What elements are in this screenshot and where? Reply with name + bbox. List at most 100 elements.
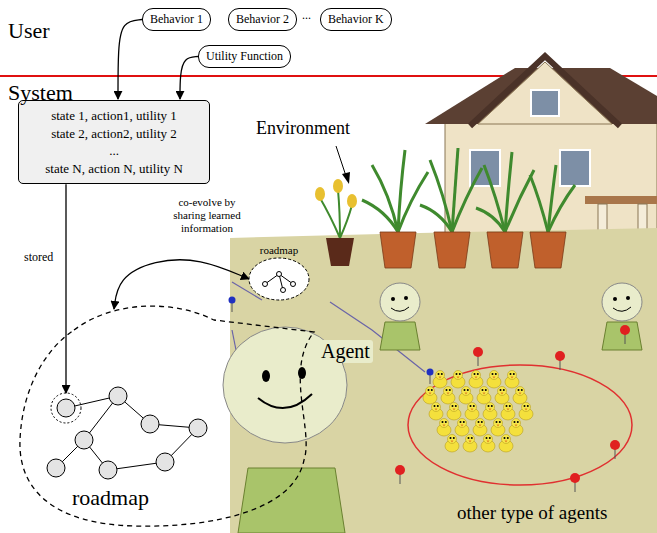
other-agent <box>626 296 630 300</box>
leaf <box>430 160 452 232</box>
duck-flock <box>483 403 497 421</box>
marker-pin <box>610 440 620 450</box>
roadmap-small: roadmap <box>245 244 313 302</box>
node-text: state 2, action2, utility 2 <box>23 125 205 143</box>
node-text: Behavior 2 <box>236 12 289 27</box>
duck-flock <box>451 371 465 389</box>
house <box>585 196 657 204</box>
node-text: Utility Function <box>206 49 283 64</box>
agent-figure <box>238 468 345 533</box>
tulip-pot <box>347 194 357 208</box>
agent-figure <box>262 370 270 382</box>
leaf <box>476 208 505 232</box>
duck-flock <box>437 419 451 437</box>
other-agent <box>391 307 409 311</box>
agent-figure <box>298 367 306 379</box>
scene-label: Environment <box>256 118 350 139</box>
layer-label: System <box>8 80 73 106</box>
leaf <box>548 185 575 232</box>
connector <box>114 260 249 309</box>
other-agent <box>380 283 642 350</box>
plant-pot <box>434 232 470 268</box>
roadmap-bubble: roadmap <box>14 290 330 530</box>
leaf <box>372 165 398 232</box>
tulip-pot <box>340 205 352 238</box>
marker-pin <box>570 473 580 483</box>
duck-flock <box>423 371 533 453</box>
duck-flock <box>501 403 515 421</box>
duck-flock <box>491 419 505 437</box>
marker-pin <box>395 465 405 475</box>
mini-graph <box>277 272 282 277</box>
connector <box>65 184 66 393</box>
utility-box: Utility Function <box>198 45 291 68</box>
tulip-pot <box>320 198 340 238</box>
leaf <box>362 148 575 232</box>
tulip-pot <box>315 179 357 266</box>
duck-flock <box>519 403 533 421</box>
duck-flock <box>423 387 437 405</box>
plants <box>315 148 575 268</box>
duck-flock <box>429 403 443 421</box>
behavior-box: Behavior K <box>320 8 392 31</box>
agent-path <box>408 365 632 485</box>
bubble-outline <box>14 290 330 530</box>
roadmap-graph <box>51 393 81 423</box>
agents-label: other type of agents <box>454 502 610 524</box>
roadmap-graph <box>141 415 159 433</box>
other-agent <box>404 296 408 300</box>
marker-pin <box>427 369 434 376</box>
mini-graph <box>291 282 296 287</box>
roadmap-graph <box>109 387 127 405</box>
roadmap-graph <box>189 419 207 437</box>
plant-pot <box>380 232 416 268</box>
node-text: Behavior K <box>328 12 384 27</box>
ellipsis: ... <box>302 8 311 23</box>
leader-line <box>342 172 350 184</box>
house <box>445 118 657 248</box>
marker-pin <box>229 297 236 304</box>
tulip-pot <box>333 179 343 193</box>
edge-label: co-evolve by sharing learned information <box>166 196 248 236</box>
duck-flock <box>433 371 447 389</box>
leaf <box>362 200 398 232</box>
duck-flock <box>447 403 461 421</box>
duck-flock <box>455 419 469 437</box>
leaf <box>420 205 452 232</box>
leader-line <box>336 146 346 176</box>
agent-figure <box>258 394 312 408</box>
duck-flock <box>495 387 509 405</box>
mini-graph <box>281 288 286 293</box>
plant-pot <box>530 232 566 268</box>
node-text: state 1, action1, utility 1 <box>23 107 205 125</box>
duck-flock <box>445 435 459 453</box>
house <box>470 56 620 126</box>
node-text: roadmap <box>72 486 330 510</box>
duck-flock <box>441 387 455 405</box>
roadmap-graph <box>75 431 93 449</box>
duck-flock <box>499 435 513 453</box>
leaf <box>398 172 428 232</box>
other-agent <box>380 322 420 350</box>
duck-flock <box>473 419 487 437</box>
leaf <box>484 165 505 232</box>
duck-flock <box>509 419 523 437</box>
other-agent <box>602 322 642 350</box>
tulip-pot <box>338 190 340 238</box>
roadmap-graph <box>47 387 207 479</box>
layer-label: User <box>8 18 50 44</box>
duck-flock <box>487 371 501 389</box>
roadmap-graph <box>99 461 117 479</box>
connector <box>180 57 198 100</box>
node-text: ... <box>23 142 205 160</box>
duck-flock <box>513 387 527 405</box>
duck-flock <box>469 371 483 389</box>
behavior-box: Behavior 2 <box>228 8 297 31</box>
house <box>478 62 612 124</box>
mini-graph <box>263 282 268 287</box>
node-text: Behavior 1 <box>150 12 203 27</box>
roadmap-graph <box>156 453 174 471</box>
